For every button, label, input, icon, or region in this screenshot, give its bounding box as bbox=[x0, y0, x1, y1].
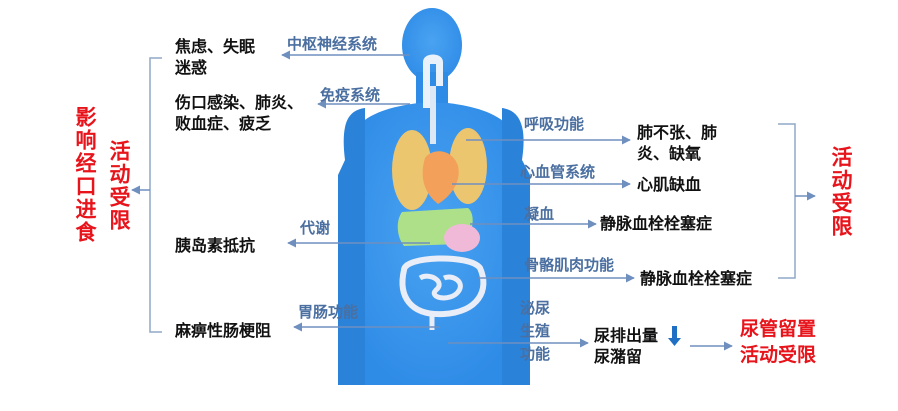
effect-vte-2: 静脉血栓栓塞症 bbox=[640, 269, 753, 288]
effect-urine: 尿排出量 尿潴留 bbox=[594, 326, 659, 366]
system-musculoskeletal: 骨骼肌肉功能 bbox=[524, 256, 615, 274]
left-bracket bbox=[149, 57, 162, 333]
catheter-note: 尿管留置 活动受限 bbox=[740, 318, 817, 366]
system-respiratory: 呼吸功能 bbox=[524, 115, 585, 133]
system-immune: 免疫系统 bbox=[320, 86, 381, 104]
effect-insulin-resistance: 胰岛素抵抗 bbox=[175, 236, 256, 255]
effect-myocardial-ischemia: 心肌缺血 bbox=[637, 175, 702, 194]
right-lung bbox=[449, 128, 487, 204]
effect-atelectasis: 肺不张、肺 炎、缺氧 bbox=[637, 123, 718, 163]
system-gastrointestinal: 胃肠功能 bbox=[298, 303, 359, 321]
right-heading: 活动受限 bbox=[829, 146, 853, 238]
left-heading-line2: 活动受限 bbox=[107, 140, 131, 232]
intestines bbox=[399, 255, 487, 318]
system-metabolism: 代谢 bbox=[300, 219, 331, 237]
system-urogenital: 泌尿 生殖 功能 bbox=[520, 299, 551, 363]
effect-vte-1: 静脉血栓栓塞症 bbox=[600, 214, 713, 233]
right-bracket bbox=[778, 123, 796, 279]
effect-infection: 伤口感染、肺炎、 败血症、疲乏 bbox=[175, 93, 304, 133]
stomach bbox=[444, 224, 480, 252]
system-coagulation: 凝血 bbox=[524, 205, 555, 223]
effect-anxiety: 焦虑、失眠 迷惑 bbox=[175, 37, 256, 77]
heart bbox=[422, 151, 459, 204]
system-cardiovascular: 心血管系统 bbox=[520, 163, 596, 181]
system-cns: 中枢神经系统 bbox=[287, 35, 378, 53]
effect-ileus: 麻痹性肠梗阻 bbox=[175, 321, 272, 340]
left-heading-line1: 影响经口进食 bbox=[73, 106, 97, 244]
left-lung bbox=[392, 130, 432, 210]
down-arrow-icon bbox=[668, 326, 681, 346]
organs bbox=[392, 54, 487, 330]
